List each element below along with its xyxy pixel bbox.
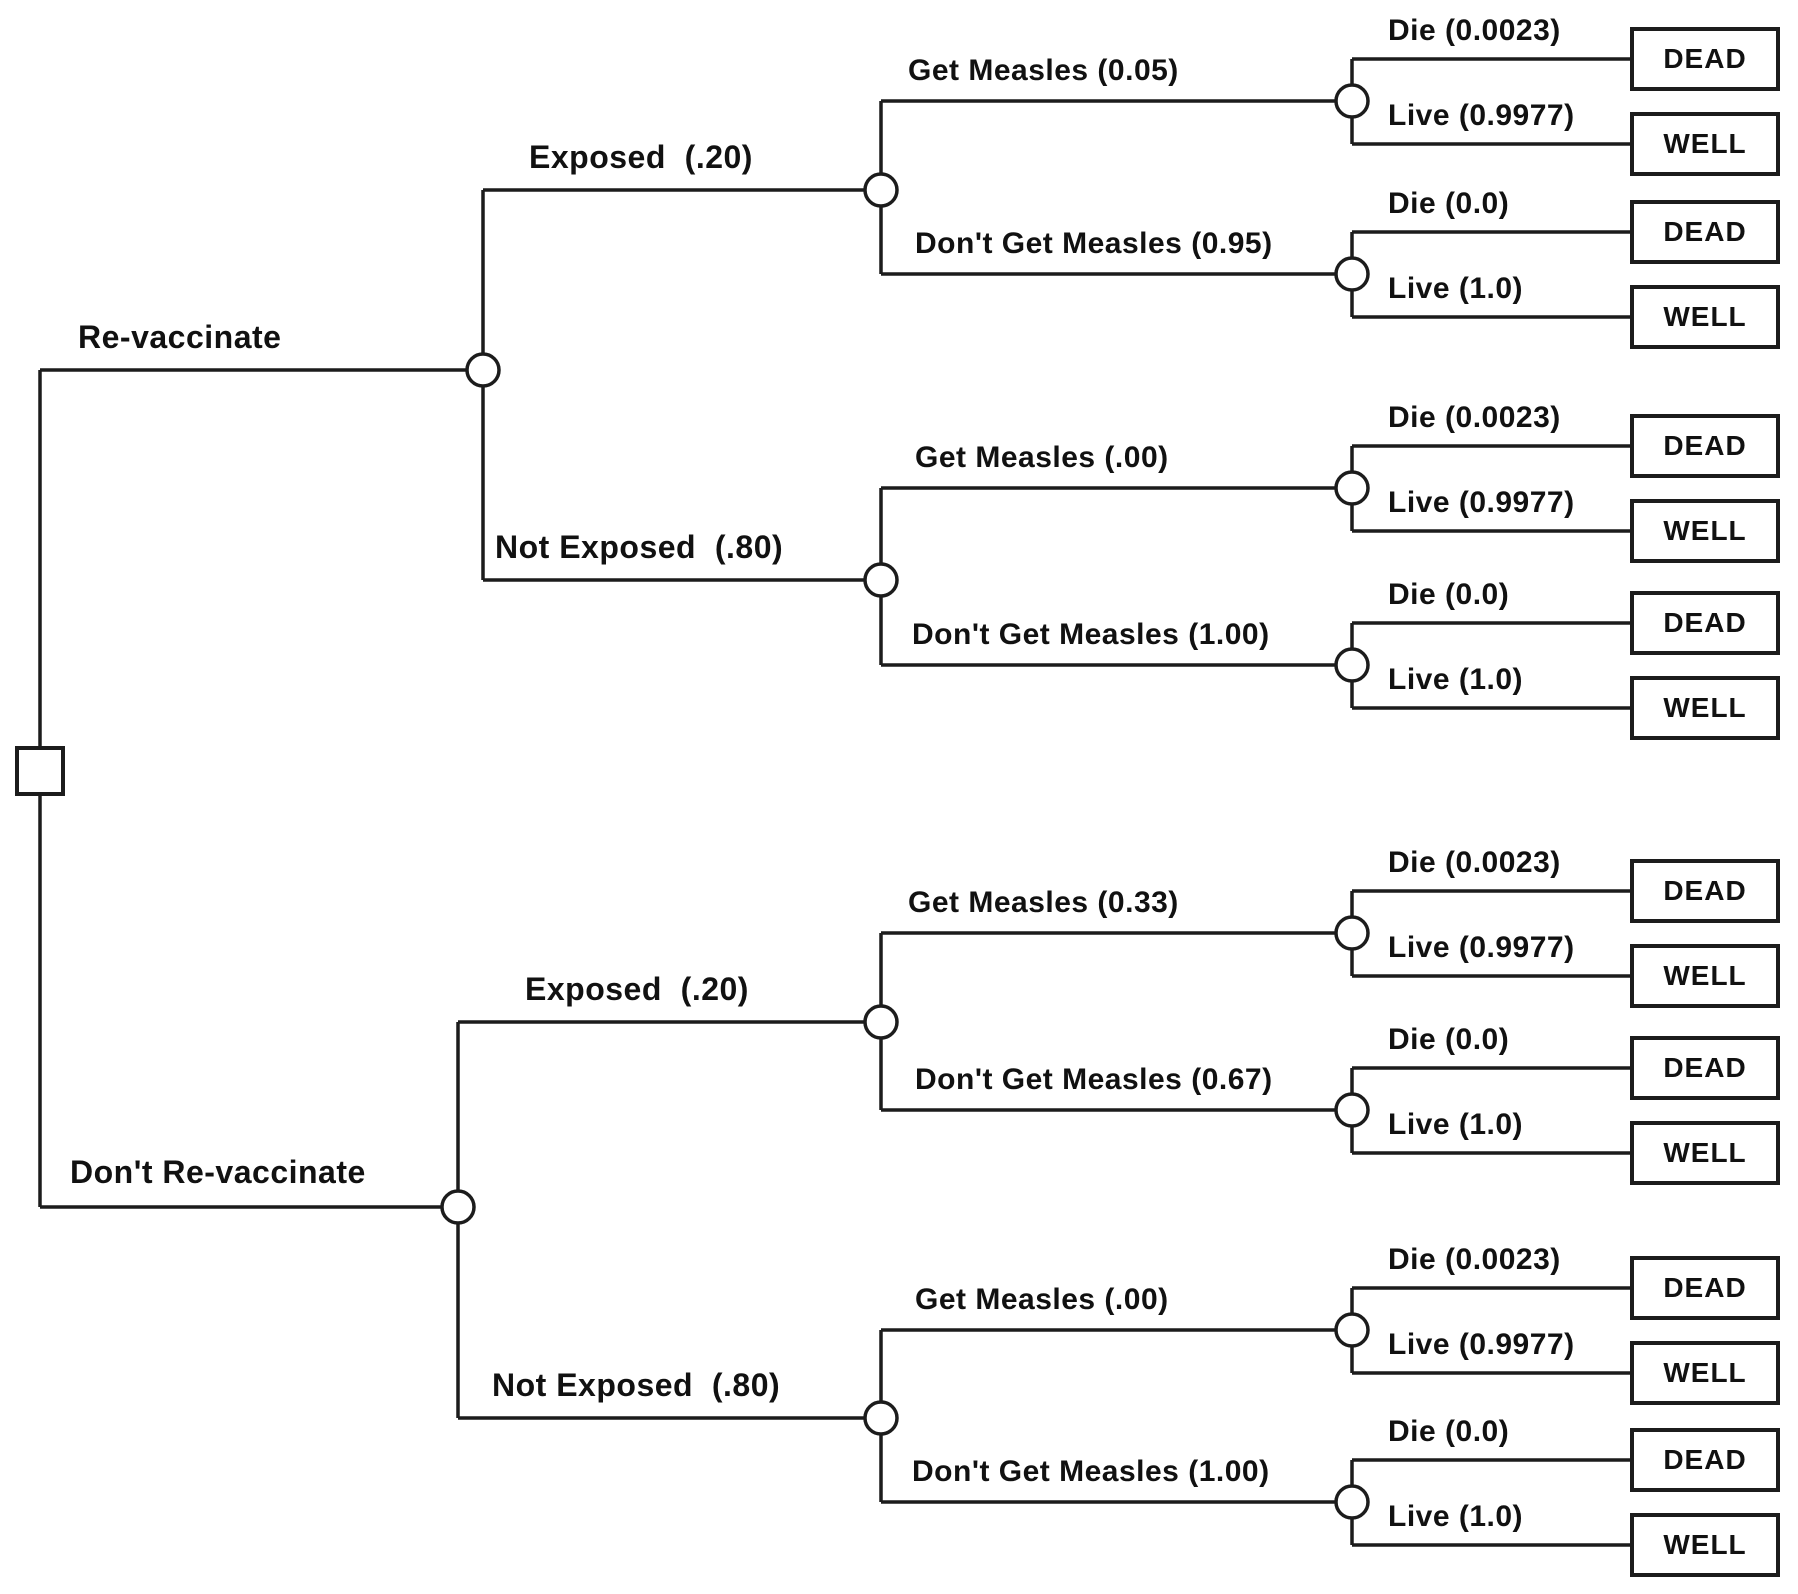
- branch-label-live-1: Live (0.9977): [1388, 99, 1575, 132]
- terminal-box-well: WELL: [1630, 499, 1780, 563]
- chance-node-measles-4: [1334, 647, 1370, 683]
- terminal-box-dead: DEAD: [1630, 200, 1780, 264]
- branch-label-get-measles-1: Get Measles (0.05): [908, 54, 1179, 87]
- branch-label-die-8: Die (0.0): [1388, 1415, 1510, 1448]
- branch-label-live-5: Live (0.9977): [1388, 931, 1575, 964]
- branch-label-live-8: Live (1.0): [1388, 1500, 1524, 1533]
- chance-node-measles-7: [1334, 1312, 1370, 1348]
- terminal-box-well: WELL: [1630, 1121, 1780, 1185]
- chance-node-revaccinate: [465, 352, 501, 388]
- branch-label-not-exposed-bottom: Not Exposed (.80): [492, 1367, 781, 1403]
- branch-label-get-measles-3: Get Measles (0.33): [908, 886, 1179, 919]
- terminal-box-dead: DEAD: [1630, 1256, 1780, 1320]
- terminal-box-dead: DEAD: [1630, 1428, 1780, 1492]
- chance-node-measles-8: [1334, 1484, 1370, 1520]
- terminal-box-dead: DEAD: [1630, 414, 1780, 478]
- chance-node-dont-revaccinate: [440, 1189, 476, 1225]
- branch-label-live-2: Live (1.0): [1388, 272, 1524, 305]
- terminal-box-well: WELL: [1630, 1513, 1780, 1577]
- branch-label-live-6: Live (1.0): [1388, 1108, 1524, 1141]
- chance-node-exposed-top: [863, 172, 899, 208]
- terminal-box-dead: DEAD: [1630, 1036, 1780, 1100]
- branch-label-dont-get-measles-1: Don't Get Measles (0.95): [915, 227, 1273, 260]
- branch-label-revaccinate: Re-vaccinate: [78, 319, 282, 355]
- branch-label-dont-get-measles-2: Don't Get Measles (1.00): [912, 618, 1270, 651]
- terminal-box-well: WELL: [1630, 1341, 1780, 1405]
- chance-node-measles-3: [1334, 470, 1370, 506]
- branch-label-die-1: Die (0.0023): [1388, 14, 1561, 47]
- branch-label-die-7: Die (0.0023): [1388, 1243, 1561, 1276]
- branch-label-die-2: Die (0.0): [1388, 187, 1510, 220]
- terminal-box-well: WELL: [1630, 944, 1780, 1008]
- chance-node-measles-6: [1334, 1092, 1370, 1128]
- branch-label-get-measles-4: Get Measles (.00): [915, 1283, 1169, 1316]
- terminal-box-well: WELL: [1630, 285, 1780, 349]
- branch-label-exposed-bottom: Exposed (.20): [525, 971, 749, 1007]
- branch-label-live-3: Live (0.9977): [1388, 486, 1575, 519]
- decision-node: [15, 746, 65, 796]
- terminal-box-dead: DEAD: [1630, 27, 1780, 91]
- branch-label-die-3: Die (0.0023): [1388, 401, 1561, 434]
- terminal-box-well: WELL: [1630, 112, 1780, 176]
- terminal-box-dead: DEAD: [1630, 591, 1780, 655]
- branch-label-die-6: Die (0.0): [1388, 1023, 1510, 1056]
- branch-label-dont-get-measles-4: Don't Get Measles (1.00): [912, 1455, 1270, 1488]
- branch-label-die-4: Die (0.0): [1388, 578, 1510, 611]
- terminal-box-dead: DEAD: [1630, 859, 1780, 923]
- branch-label-exposed-top: Exposed (.20): [529, 139, 753, 175]
- branch-label-live-7: Live (0.9977): [1388, 1328, 1575, 1361]
- branch-label-dont-get-measles-3: Don't Get Measles (0.67): [915, 1063, 1273, 1096]
- chance-node-measles-2: [1334, 256, 1370, 292]
- branch-label-die-5: Die (0.0023): [1388, 846, 1561, 879]
- branch-label-live-4: Live (1.0): [1388, 663, 1524, 696]
- chance-node-measles-1: [1334, 83, 1370, 119]
- chance-node-exposed-bottom: [863, 1004, 899, 1040]
- chance-node-measles-5: [1334, 915, 1370, 951]
- branch-label-dont-revaccinate: Don't Re-vaccinate: [70, 1154, 366, 1190]
- branch-label-not-exposed-top: Not Exposed (.80): [495, 529, 784, 565]
- branch-label-get-measles-2: Get Measles (.00): [915, 441, 1169, 474]
- terminal-box-well: WELL: [1630, 676, 1780, 740]
- chance-node-not-exposed-top: [863, 562, 899, 598]
- chance-node-not-exposed-bottom: [863, 1400, 899, 1436]
